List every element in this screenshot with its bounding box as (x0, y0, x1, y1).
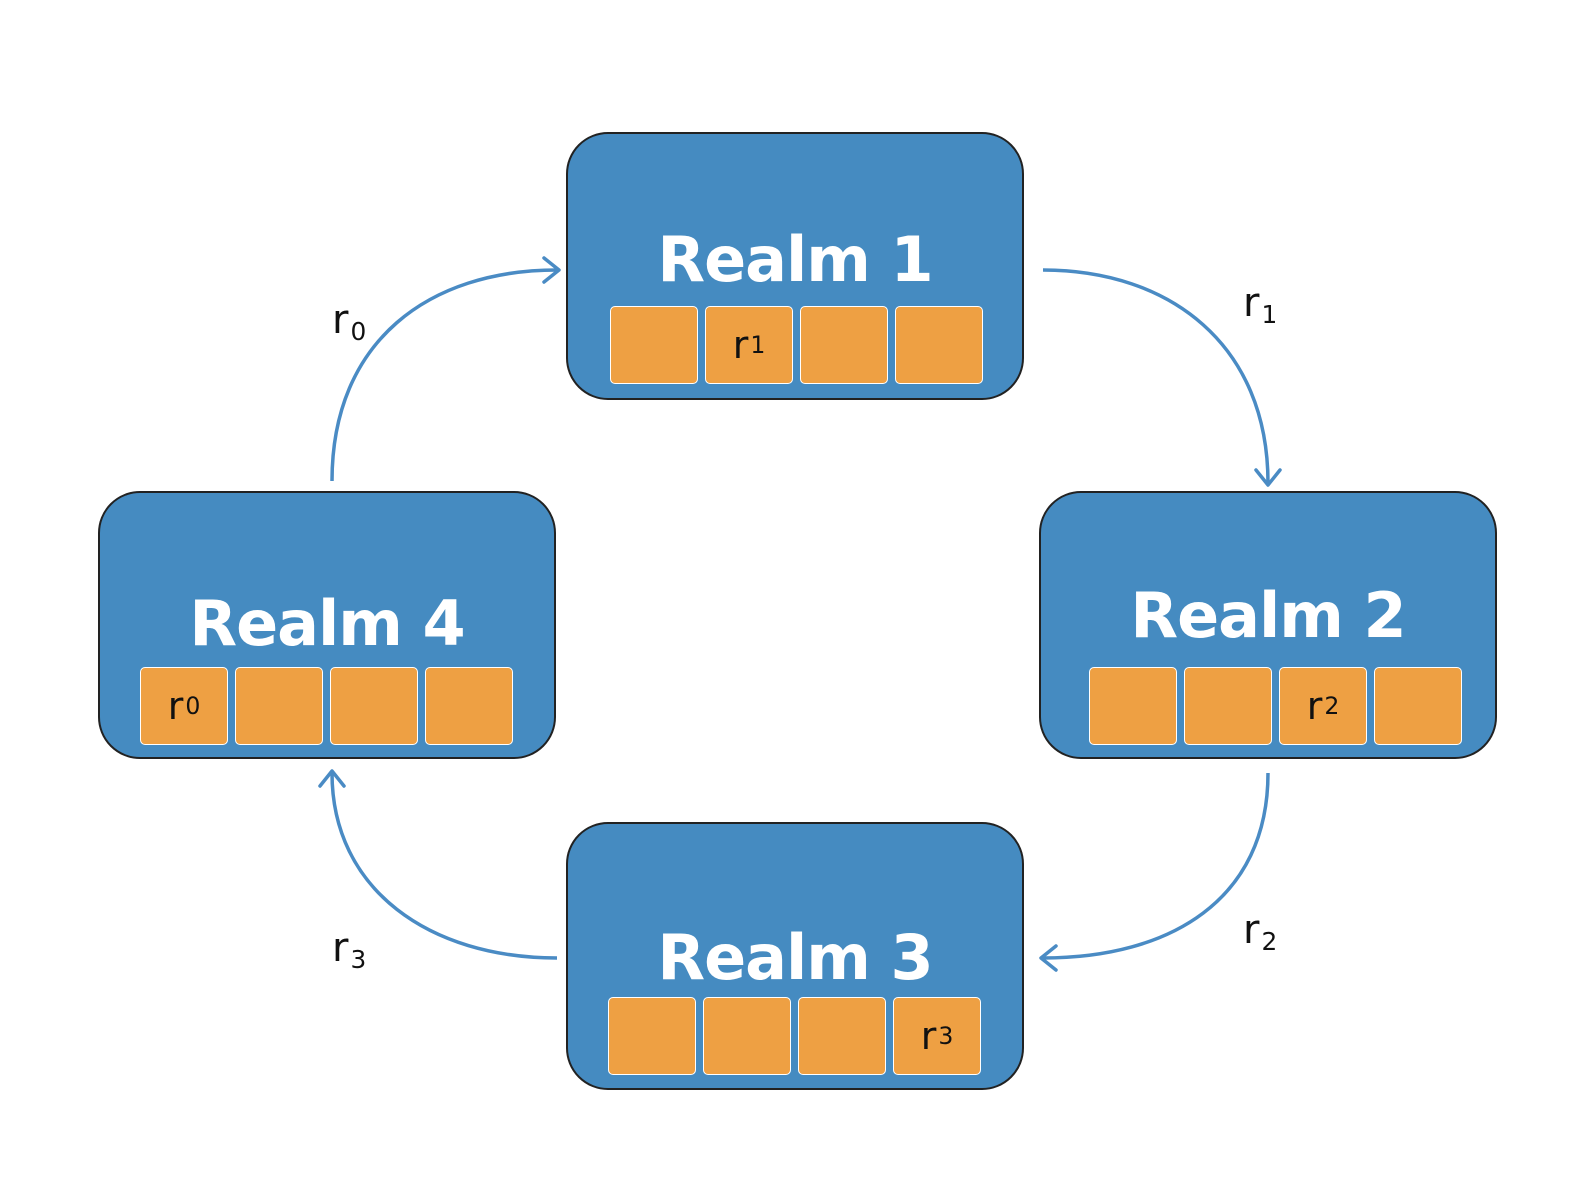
label-base: r (1306, 684, 1323, 728)
edge-label-r0: r0 (332, 300, 366, 345)
arrow-realm3-to-realm4 (330, 772, 558, 960)
realm-2-title: Realm 2 (1130, 579, 1406, 652)
label-base: r (1243, 907, 1260, 953)
realm-1-title: Realm 1 (657, 223, 933, 296)
arrow-realm1-to-realm2 (1042, 268, 1270, 484)
realm-2-slot (1374, 667, 1462, 745)
realm-3-title: Realm 3 (657, 921, 933, 994)
label-subscript: 0 (350, 316, 367, 346)
realm-1-slot (895, 306, 983, 384)
realm-1-slot (610, 306, 698, 384)
label-subscript: 0 (185, 692, 201, 720)
label-subscript: 1 (1261, 299, 1278, 329)
realm-4-slot (330, 667, 418, 745)
label-subscript: 1 (750, 331, 766, 359)
realm-3-slot (608, 997, 696, 1075)
realm-3-slot (703, 997, 791, 1075)
arrow-realm4-to-realm1 (330, 268, 558, 482)
realm-4-title: Realm 4 (189, 587, 465, 660)
label-subscript: 3 (350, 944, 367, 974)
edge-label-r2: r2 (1243, 910, 1277, 955)
arrow-realm2-to-realm3 (1042, 772, 1270, 960)
label-base: r (732, 323, 749, 367)
label-subscript: 2 (1324, 692, 1340, 720)
realm-2-slot (1184, 667, 1272, 745)
label-base: r (167, 684, 184, 728)
label-subscript: 3 (938, 1022, 954, 1050)
edge-label-r3: r3 (332, 928, 366, 973)
realm-4-slot (425, 667, 513, 745)
realm-4-slot (235, 667, 323, 745)
realm-2-slot (1089, 667, 1177, 745)
label-subscript: 2 (1261, 926, 1278, 956)
arrowhead-realm1-to-realm2 (1254, 468, 1282, 487)
label-base: r (332, 925, 349, 971)
label-base: r (332, 297, 349, 343)
arrowhead-realm4-to-realm1 (542, 256, 561, 284)
realm-3-slot (798, 997, 886, 1075)
label-base: r (1243, 280, 1260, 326)
realm-1-slot (800, 306, 888, 384)
label-base: r (920, 1014, 937, 1058)
arrowhead-realm3-to-realm4 (318, 769, 346, 788)
edge-label-r1: r1 (1243, 283, 1277, 328)
arrowhead-realm2-to-realm3 (1039, 944, 1058, 972)
